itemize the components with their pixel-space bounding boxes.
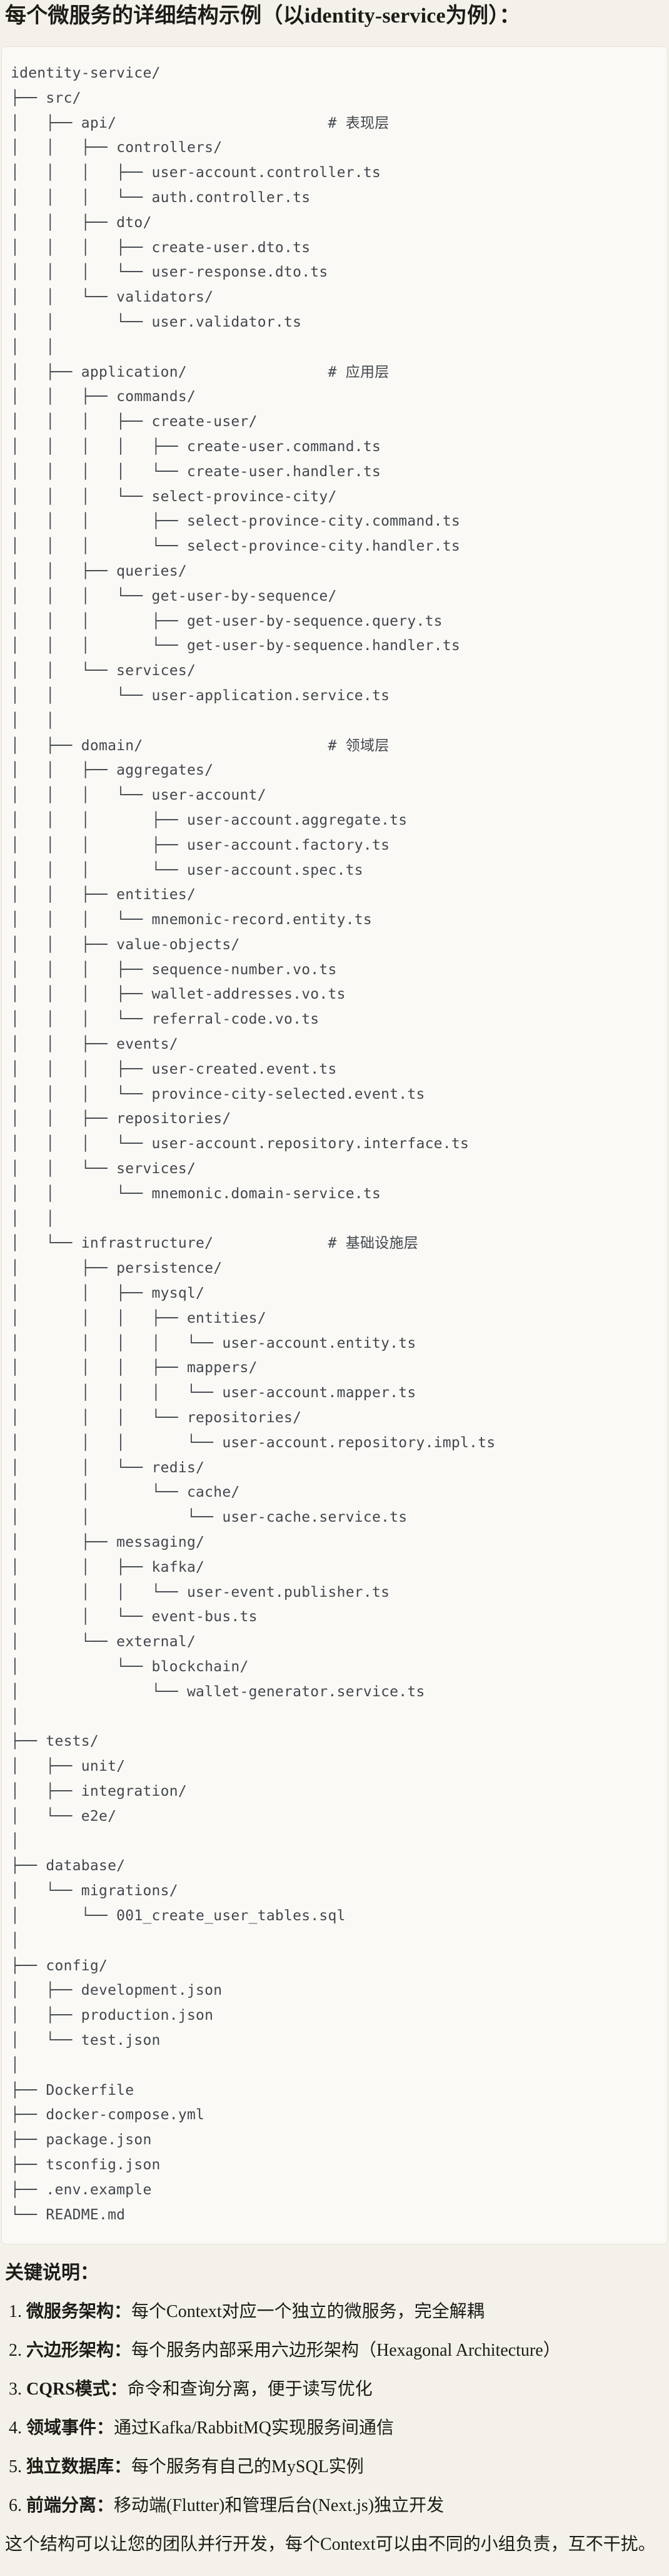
note-term: 前端分离： <box>26 2496 114 2516</box>
note-item-independent-db: 5.独立数据库：每个服务有自己的MySQL实例 <box>5 2453 664 2481</box>
note-term: CQRS模式： <box>26 2380 128 2400</box>
note-item-microservices: 1.微服务架构：每个Context对应一个独立的微服务，完全解耦 <box>5 2298 664 2326</box>
note-item-hexagonal: 2.六边形架构：每个服务内部采用六边形架构（Hexagonal Architec… <box>5 2337 664 2365</box>
note-number: 2. <box>9 2341 22 2361</box>
note-desc: 通过Kafka/RabbitMQ实现服务间通信 <box>114 2418 394 2438</box>
note-number: 3. <box>9 2380 22 2400</box>
note-desc: 每个服务内部采用六边形架构（Hexagonal Architecture） <box>131 2341 561 2361</box>
directory-tree-code-block: identity-service/ ├── src/ │ ├── api/ # … <box>1 46 668 2245</box>
note-term: 领域事件： <box>26 2418 114 2438</box>
note-term: 微服务架构： <box>26 2302 132 2322</box>
note-term: 六边形架构： <box>26 2341 132 2361</box>
note-number: 6. <box>9 2496 22 2516</box>
note-desc: 每个服务有自己的MySQL实例 <box>131 2457 364 2477</box>
note-desc: 移动端(Flutter)和管理后台(Next.js)独立开发 <box>114 2496 445 2516</box>
page-title: 每个微服务的详细结构示例（以identity-service为例）： <box>5 4 521 28</box>
note-desc: 命令和查询分离，便于读写优化 <box>127 2380 373 2400</box>
notes-list: 1.微服务架构：每个Context对应一个独立的微服务，完全解耦 2.六边形架构… <box>0 2298 669 2520</box>
note-item-frontend-separation: 6.前端分离：移动端(Flutter)和管理后台(Next.js)独立开发 <box>5 2492 664 2520</box>
note-number: 5. <box>9 2457 22 2477</box>
note-item-cqrs: 3.CQRS模式：命令和查询分离，便于读写优化 <box>5 2376 664 2403</box>
note-number: 4. <box>9 2418 22 2438</box>
notes-heading: 关键说明： <box>5 2263 99 2284</box>
note-item-domain-events: 4.领域事件：通过Kafka/RabbitMQ实现服务间通信 <box>5 2415 664 2442</box>
note-term: 独立数据库： <box>26 2457 132 2477</box>
note-number: 1. <box>9 2302 22 2322</box>
note-desc: 每个Context对应一个独立的微服务，完全解耦 <box>131 2302 485 2322</box>
closing-paragraph: 这个结构可以让您的团队并行开发，每个Context可以由不同的小组负责，互不干扰… <box>5 2535 656 2555</box>
